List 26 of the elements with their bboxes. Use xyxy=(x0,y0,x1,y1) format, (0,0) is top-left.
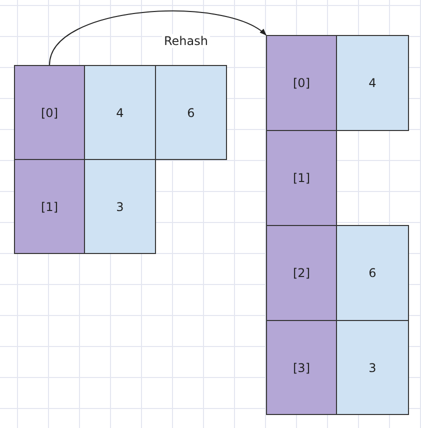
stored-value: 6 xyxy=(368,266,376,280)
stored-value: 6 xyxy=(187,106,195,120)
bucket-index-cell xyxy=(266,320,337,415)
bucket-index: [3] xyxy=(293,360,310,374)
stored-value: 4 xyxy=(368,76,376,90)
bucket-index: [0] xyxy=(41,106,58,120)
bucket-index-cell xyxy=(14,159,85,254)
bucket-index-cell xyxy=(266,225,337,321)
bucket-index-cell xyxy=(266,130,337,226)
bucket-index: [2] xyxy=(293,266,310,280)
stored-value: 4 xyxy=(116,106,124,120)
bucket-index: [1] xyxy=(293,171,310,185)
stored-value: 3 xyxy=(116,200,124,214)
value-cell xyxy=(336,35,409,131)
value-cell xyxy=(155,65,227,160)
value-cell xyxy=(84,65,156,160)
bucket-index-cell xyxy=(14,65,85,160)
edge-label: Rehash xyxy=(162,34,210,48)
curved-arrow xyxy=(49,10,267,66)
stored-value: 3 xyxy=(368,360,376,374)
bucket-index-cell xyxy=(266,35,337,131)
bucket-index: [1] xyxy=(41,200,58,214)
value-cell xyxy=(84,159,156,254)
value-cell xyxy=(336,225,409,321)
bucket-index: [0] xyxy=(293,76,310,90)
value-cell xyxy=(336,320,409,415)
